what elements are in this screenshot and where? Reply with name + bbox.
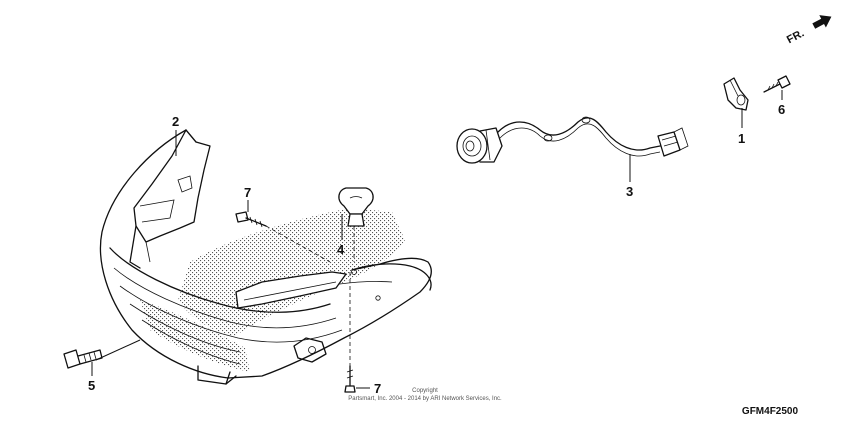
lens-stipple: [178, 208, 405, 336]
bolt-part-5: [63, 349, 103, 369]
callout-4: 4: [337, 242, 345, 257]
headlight-cover-part-2: [129, 129, 211, 269]
callout-5: 5: [88, 378, 95, 393]
harness-wire: [497, 117, 661, 151]
harness-connector: [657, 131, 681, 157]
lens-stipple-lower: [140, 300, 250, 372]
screw-part-6: [763, 75, 791, 93]
socket-body: [456, 128, 488, 164]
copyright-line-2: Partsmart, Inc. 2004 - 2014 by ARI Netwo…: [348, 396, 502, 402]
headlight-housing: [99, 129, 432, 379]
callout-1: 1: [738, 131, 745, 146]
screw-part-7-top: [235, 211, 267, 228]
bulb-part-4: [338, 187, 374, 227]
arrow-right-icon: [812, 15, 832, 29]
bulb-glass: [338, 187, 374, 215]
callouts: 2 1 6 3 4 7 5 7: [88, 102, 785, 396]
callout-2: 2: [172, 114, 179, 129]
callout-7-bottom: 7: [374, 381, 381, 396]
callout-7-top: 7: [244, 185, 251, 200]
copyright-line-1: Copyright: [412, 388, 438, 394]
reflector-strip: [235, 271, 347, 309]
fr-label: FR.: [785, 27, 806, 46]
leader-lines: [91, 90, 783, 389]
socket-harness-part-3: [456, 116, 689, 164]
copyright-watermark: Copyright Partsmart, Inc. 2004 - 2014 by…: [348, 388, 502, 402]
clamp-part-1: [723, 77, 749, 111]
headlight-assembly: [99, 129, 432, 385]
diagram-code: GFM4F2500: [742, 406, 799, 417]
bolt-head: [63, 349, 81, 369]
front-direction-indicator: FR.: [785, 15, 832, 46]
screw-part-7-bottom: [344, 365, 356, 393]
callout-3: 3: [626, 184, 633, 199]
cover-bracket: [133, 129, 211, 243]
callout-6: 6: [778, 102, 785, 117]
